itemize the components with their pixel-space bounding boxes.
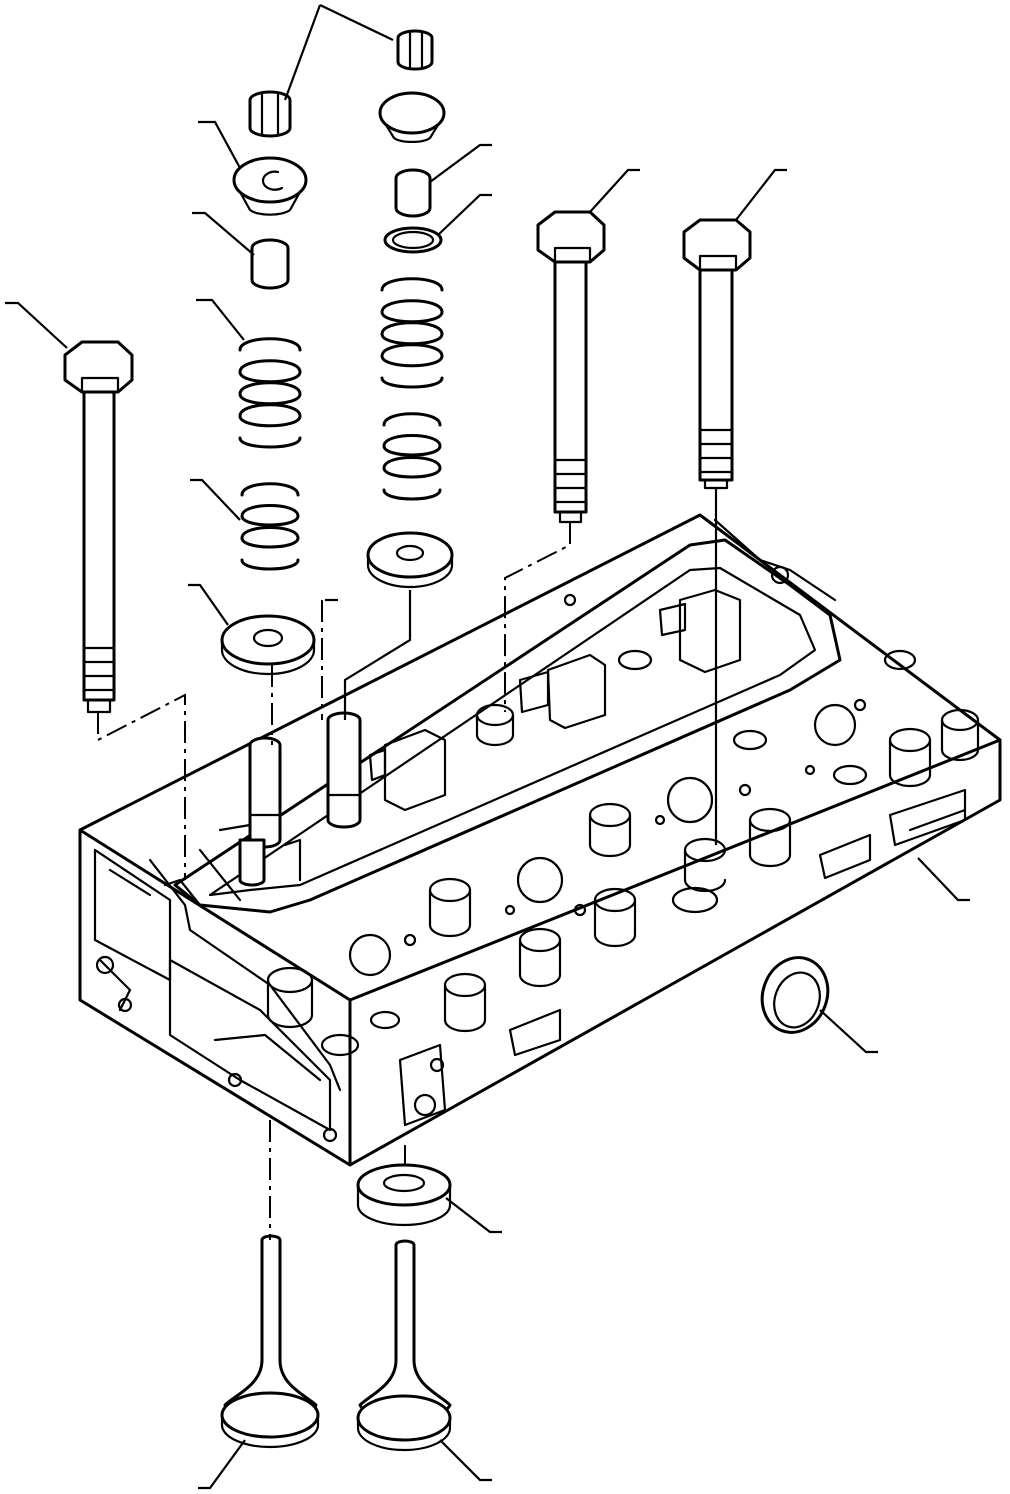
- valve-guide: [248, 736, 282, 849]
- head-bolt: [536, 210, 606, 524]
- valve-keeper: [248, 90, 292, 138]
- rocker-area-features: [198, 588, 742, 902]
- valve-stem-seal: [394, 168, 432, 218]
- exhaust-valve: [356, 1239, 452, 1452]
- outer-valve-spring: [380, 277, 444, 389]
- head-bolt: [63, 340, 134, 714]
- callout-leaders: [5, 4, 970, 1490]
- head-bolt: [682, 218, 752, 490]
- cylinder-head: [78, 513, 1002, 1167]
- spring-seat: [366, 531, 454, 589]
- inner-valve-spring: [382, 412, 442, 501]
- deck-ports: [266, 649, 980, 1057]
- intake-valve: [220, 1234, 320, 1449]
- inner-valve-spring: [240, 482, 300, 571]
- valve-stem-seal: [250, 238, 290, 290]
- outer-valve-spring: [238, 337, 302, 449]
- expansion-plug: [760, 956, 830, 1034]
- valve-keeper: [396, 29, 434, 71]
- valve-seat-insert: [356, 1163, 452, 1227]
- side-bosses: [398, 788, 967, 1127]
- spring-seat: [220, 614, 316, 676]
- spring-retainer: [378, 91, 446, 144]
- dowel-pin: [238, 838, 266, 887]
- o-ring: [383, 226, 443, 254]
- assembly-centerlines: [97, 488, 718, 1240]
- valve-guide: [326, 711, 362, 829]
- spring-retainer: [232, 156, 308, 216]
